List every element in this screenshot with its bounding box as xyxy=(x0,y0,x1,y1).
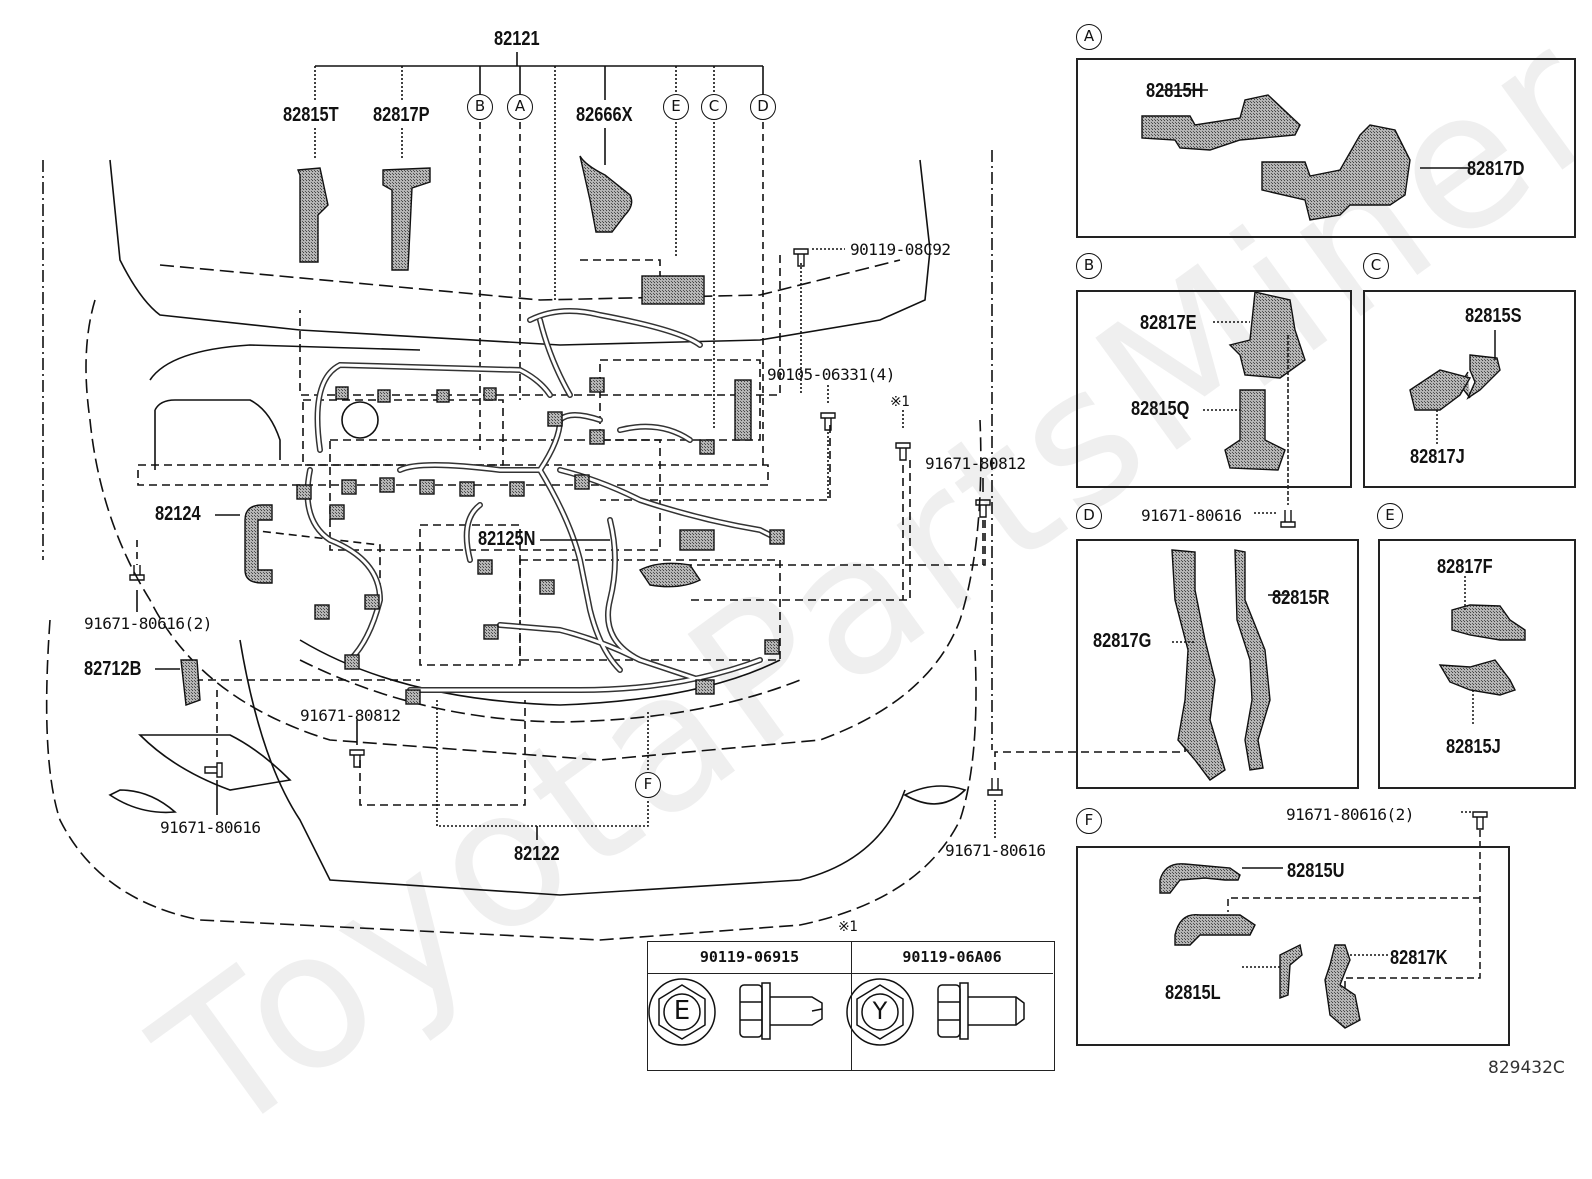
part-82815H-shape xyxy=(1141,94,1301,151)
callout-A[interactable]: A xyxy=(507,94,533,120)
label-82815T[interactable]: 82815T xyxy=(283,104,339,126)
callout-F[interactable]: F xyxy=(635,772,661,798)
part-82817D-shape xyxy=(1261,124,1411,221)
leader-tree-82121 xyxy=(314,52,764,470)
fastener-91671-80616-2-left[interactable]: 91671-80616(2) xyxy=(84,614,212,633)
label-82666X[interactable]: 82666X xyxy=(576,104,633,126)
label-82125N[interactable]: 82125N xyxy=(478,528,536,550)
label-82817E[interactable]: 82817E xyxy=(1140,312,1197,334)
fastener-91671-80616-bottom-right[interactable]: 91671-80616 xyxy=(945,841,1046,860)
part-82124-shape xyxy=(244,504,273,584)
panel-F-fastener[interactable]: 91671-80616(2) xyxy=(1286,805,1414,824)
head-mark-E: E xyxy=(673,996,691,1026)
label-82815U[interactable]: 82815U xyxy=(1287,860,1345,882)
detail-panel-A xyxy=(1076,58,1576,238)
label-82817D[interactable]: 82817D xyxy=(1467,158,1525,180)
detail-panel-E xyxy=(1378,539,1576,789)
label-82815S[interactable]: 82815S xyxy=(1465,305,1522,327)
part-82666X-shape xyxy=(579,155,633,233)
label-82815Q[interactable]: 82815Q xyxy=(1131,398,1190,420)
note-table-header-2: 90119-06A06 xyxy=(851,942,1053,974)
panel-D-tag: D xyxy=(1076,503,1102,529)
part-82815R-shape xyxy=(1234,549,1271,771)
label-82815H[interactable]: 82815H xyxy=(1146,80,1204,102)
detail-panel-B xyxy=(1076,290,1352,488)
connectors xyxy=(296,377,785,705)
label-82124[interactable]: 82124 xyxy=(155,503,201,525)
part-82817F-shape xyxy=(1451,604,1526,641)
detail-panel-D xyxy=(1076,539,1359,789)
label-82815R[interactable]: 82815R xyxy=(1272,587,1330,609)
label-82122[interactable]: 82122 xyxy=(514,843,560,865)
label-82817F[interactable]: 82817F xyxy=(1437,556,1493,578)
part-82817E-shape xyxy=(1228,291,1306,379)
fastener-91671-80812-right[interactable]: 91671-80812 xyxy=(925,454,1026,473)
label-82817K[interactable]: 82817K xyxy=(1390,947,1448,969)
connector-block xyxy=(641,275,705,305)
part-82712B-shape xyxy=(180,659,201,706)
panel-B-tag: B xyxy=(1076,253,1102,279)
note-table-header-1: 90119-06915 xyxy=(648,942,851,974)
note-mark-1: ※1 xyxy=(890,394,910,410)
part-82815U-alt-shape xyxy=(1174,913,1256,946)
label-82817J[interactable]: 82817J xyxy=(1410,446,1465,468)
panel-C-tag: C xyxy=(1363,253,1389,279)
fastener-90105-06331[interactable]: 90105-06331(4) xyxy=(767,365,895,384)
leader-lines xyxy=(136,248,1186,840)
detail-panel-F xyxy=(1076,846,1510,1046)
label-82121[interactable]: 82121 xyxy=(494,28,540,50)
callout-D[interactable]: D xyxy=(750,94,776,120)
part-82815L-shape xyxy=(1279,943,1303,1000)
panel-E-tag: E xyxy=(1377,503,1403,529)
wiring-diagram-canvas xyxy=(42,52,1526,1046)
label-82817G[interactable]: 82817G xyxy=(1093,630,1152,652)
label-82815L[interactable]: 82815L xyxy=(1165,982,1221,1004)
head-mark-Y: Y xyxy=(872,997,888,1025)
drawing-code: 829432C xyxy=(1488,1058,1565,1078)
fastener-91671-80616-bottom-left[interactable]: 91671-80616 xyxy=(160,818,261,837)
callout-B[interactable]: B xyxy=(467,94,493,120)
callout-C[interactable]: C xyxy=(701,94,727,120)
part-82817G-shape xyxy=(1171,549,1226,781)
label-82712B[interactable]: 82712B xyxy=(84,658,142,680)
main-parts xyxy=(180,155,785,706)
note-table: 90119-06915 90119-06A06 xyxy=(647,941,1055,1071)
panel-D-fastener[interactable]: 91671-80616 xyxy=(1141,506,1242,525)
panel-F-tag: F xyxy=(1076,808,1102,834)
note-table-divider xyxy=(851,942,852,1070)
reference-dashed-frames xyxy=(137,255,986,806)
part-82815J-shape xyxy=(1438,659,1516,696)
note-table-glyphs xyxy=(648,978,1025,1046)
part-82817K-shape xyxy=(1324,944,1361,1029)
panel-A-tag: A xyxy=(1076,24,1102,50)
bolt-glyphs xyxy=(129,248,1488,830)
callout-E[interactable]: E xyxy=(663,94,689,120)
part-82815U-shape xyxy=(1159,863,1241,894)
label-82817P[interactable]: 82817P xyxy=(373,104,430,126)
part-82815T-shape xyxy=(297,167,329,263)
note-table-mark: ※1 xyxy=(838,919,858,935)
fastener-90119-08C92[interactable]: 90119-08C92 xyxy=(850,240,951,259)
fastener-91671-80812-bottom[interactable]: 91671-80812 xyxy=(300,706,401,725)
label-82815J[interactable]: 82815J xyxy=(1446,736,1501,758)
part-82817J-shape xyxy=(1409,369,1472,411)
detail-panel-C xyxy=(1363,290,1576,488)
detail-parts xyxy=(1141,94,1526,1029)
part-82817P-shape xyxy=(382,167,431,271)
